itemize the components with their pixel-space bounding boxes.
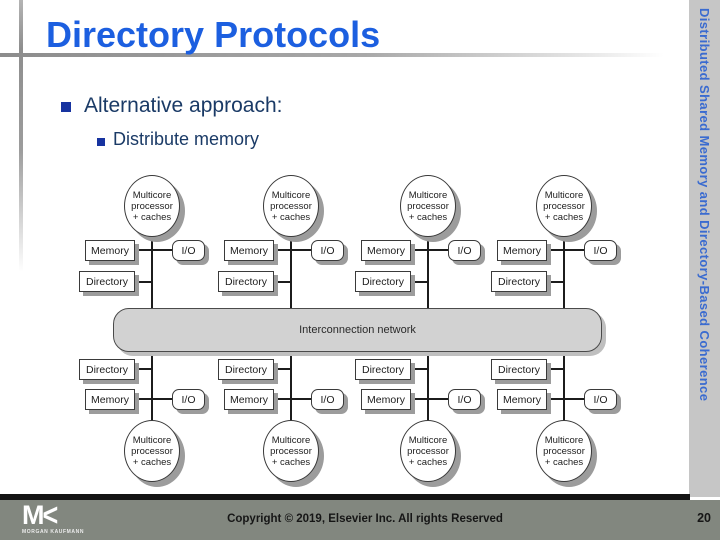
page-title: Directory Protocols <box>46 14 381 55</box>
diagram-column: Multicore processor + caches Memory I/O … <box>348 0 508 540</box>
memory-box: Memory <box>497 240 547 261</box>
memory-box: Memory <box>497 389 547 410</box>
footer-bar: M< MORGAN KAUFMANN Copyright © 2019, Els… <box>0 497 720 540</box>
bullet-square-icon <box>97 138 105 146</box>
copyright-text: Copyright © 2019, Elsevier Inc. All righ… <box>227 513 503 525</box>
diagram-column: Multicore processor + caches Memory I/O … <box>72 0 232 540</box>
io-box: I/O <box>311 240 344 261</box>
processor-node-circle: Multicore processor + caches <box>263 420 319 482</box>
page-number: 20 <box>697 511 711 525</box>
left-accent-line <box>19 0 23 272</box>
connector-line <box>266 281 291 283</box>
interconnection-network-bar: Interconnection network <box>113 308 602 352</box>
processor-node-circle: Multicore processor + caches <box>536 175 592 237</box>
connector-line <box>117 249 173 251</box>
footer-black-rule <box>0 494 690 500</box>
directory-box: Directory <box>218 271 274 292</box>
connector-line <box>403 368 428 370</box>
connector-line <box>127 281 152 283</box>
directory-box: Directory <box>355 359 411 380</box>
connector-line <box>539 281 564 283</box>
sidebar-vertical-text: Distributed Shared Memory and Directory-… <box>697 8 712 402</box>
diagram-column: Multicore processor + caches Memory I/O … <box>484 0 644 540</box>
column-spine-line <box>151 205 153 310</box>
morgan-kaufmann-logo-text: MORGAN KAUFMANN <box>22 529 85 535</box>
processor-node-circle: Multicore processor + caches <box>536 420 592 482</box>
memory-box: Memory <box>85 389 135 410</box>
column-spine-line <box>151 352 153 453</box>
memory-box: Memory <box>361 240 411 261</box>
io-box: I/O <box>584 389 617 410</box>
io-box: I/O <box>311 389 344 410</box>
column-spine-line <box>427 352 429 453</box>
bullet-level2-text: Distribute memory <box>113 129 260 149</box>
io-box: I/O <box>172 240 205 261</box>
connector-line <box>403 281 428 283</box>
directory-box: Directory <box>79 359 135 380</box>
column-spine-line <box>427 205 429 310</box>
connector-line <box>393 398 449 400</box>
directory-box: Directory <box>491 359 547 380</box>
memory-box: Memory <box>224 240 274 261</box>
chapter-sidebar-strip: Distributed Shared Memory and Directory-… <box>689 0 720 497</box>
io-box: I/O <box>584 240 617 261</box>
connector-line <box>529 249 585 251</box>
memory-box: Memory <box>224 389 274 410</box>
directory-box: Directory <box>218 359 274 380</box>
io-box: I/O <box>448 389 481 410</box>
processor-node-circle: Multicore processor + caches <box>263 175 319 237</box>
processor-node-circle: Multicore processor + caches <box>400 175 456 237</box>
processor-node-circle: Multicore processor + caches <box>124 420 180 482</box>
column-spine-line <box>563 205 565 310</box>
directory-box: Directory <box>355 271 411 292</box>
processor-node-circle: Multicore processor + caches <box>124 175 180 237</box>
memory-box: Memory <box>85 240 135 261</box>
io-box: I/O <box>172 389 205 410</box>
memory-box: Memory <box>361 389 411 410</box>
connector-line <box>539 368 564 370</box>
bullet-level1-text: Alternative approach: <box>84 94 283 117</box>
directory-box: Directory <box>79 271 135 292</box>
processor-node-circle: Multicore processor + caches <box>400 420 456 482</box>
column-spine-line <box>290 205 292 310</box>
connector-line <box>117 398 173 400</box>
title-underline-rule <box>0 53 664 57</box>
io-box: I/O <box>448 240 481 261</box>
column-spine-line <box>563 352 565 453</box>
connector-line <box>256 249 312 251</box>
column-spine-line <box>290 352 292 453</box>
connector-line <box>393 249 449 251</box>
diagram-column: Multicore processor + caches Memory I/O … <box>211 0 371 540</box>
directory-box: Directory <box>491 271 547 292</box>
connector-line <box>256 398 312 400</box>
connector-line <box>529 398 585 400</box>
connector-line <box>266 368 291 370</box>
connector-line <box>127 368 152 370</box>
morgan-kaufmann-logo: M< <box>22 497 58 533</box>
bullet-square-icon <box>61 102 71 112</box>
